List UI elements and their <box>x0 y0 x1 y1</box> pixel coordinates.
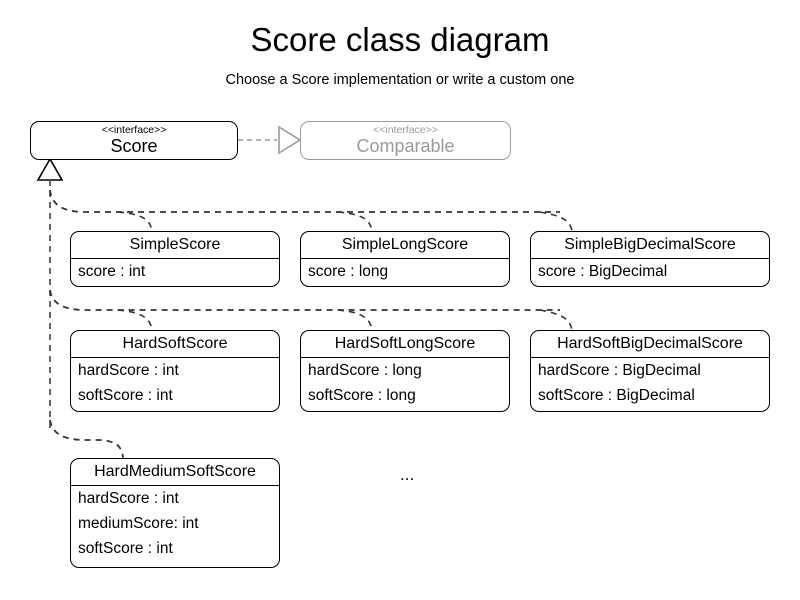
class-node-hardsoftlongscore[interactable]: HardSoftLongScore hardScore : long softS… <box>300 330 510 412</box>
class-attribute: hardScore : int <box>78 490 179 507</box>
class-attribute: softScore : int <box>78 540 173 557</box>
class-name: HardSoftLongScore <box>334 335 476 352</box>
class-name: HardSoftBigDecimalScore <box>557 335 743 352</box>
attribute-compartment: score : long <box>301 258 509 284</box>
inheritance-drop-hardsoftbigdecimalscore <box>539 309 573 331</box>
class-attribute: score : BigDecimal <box>538 263 668 280</box>
inheritance-branch-row1 <box>49 189 560 213</box>
interface-name: Comparable <box>356 136 455 156</box>
inheritance-drop-simplescore <box>117 211 153 232</box>
class-attribute: softScore : long <box>308 387 416 404</box>
class-name: HardMediumSoftScore <box>94 463 256 480</box>
class-attribute: score : long <box>308 263 389 280</box>
interface-node-score[interactable]: <<interface>> Score <box>30 121 238 160</box>
class-node-hardmediumsoftscore[interactable]: HardMediumSoftScore hardScore : int medi… <box>70 458 280 568</box>
attribute-compartment: hardScore : BigDecimal softScore : BigDe… <box>531 357 769 408</box>
page-subtitle: Choose a Score implementation or write a… <box>225 72 575 88</box>
interface-node-comparable[interactable]: <<interface>> Comparable <box>300 121 511 160</box>
attribute-compartment: hardScore : int mediumScore: int softSco… <box>71 485 279 561</box>
inheritance-branch-row3 <box>49 419 124 459</box>
class-attribute: hardScore : BigDecimal <box>538 362 701 379</box>
inheritance-drop-simplebigdecimalscore <box>539 211 573 232</box>
inheritance-branch-row2 <box>49 289 560 311</box>
class-attribute: mediumScore: int <box>78 515 199 532</box>
class-name: SimpleBigDecimalScore <box>564 236 736 253</box>
class-attribute: hardScore : int <box>78 362 179 379</box>
interface-name: Score <box>110 136 158 156</box>
page-title: Score class diagram <box>250 21 550 58</box>
class-node-simplelongscore[interactable]: SimpleLongScore score : long <box>300 231 510 287</box>
attribute-compartment: hardScore : int softScore : int <box>71 357 279 408</box>
realization-score-to-comparable <box>238 125 302 155</box>
inheritance-triangle <box>36 157 64 181</box>
inheritance-drop-hardsoftscore <box>117 309 153 331</box>
class-node-simplescore[interactable]: SimpleScore score : int <box>70 231 280 287</box>
class-name: SimpleScore <box>129 236 221 253</box>
class-attribute: score : int <box>78 263 146 280</box>
class-node-simplebigdecimalscore[interactable]: SimpleBigDecimalScore score : BigDecimal <box>530 231 770 287</box>
attribute-compartment: score : BigDecimal <box>531 258 769 284</box>
class-attribute: hardScore : long <box>308 362 422 379</box>
inheritance-drop-hardsoftlongscore <box>337 309 373 331</box>
class-name: SimpleLongScore <box>341 236 469 253</box>
stereotype-label: <<interface>> <box>373 124 438 136</box>
inheritance-drop-simplelongscore <box>337 211 373 232</box>
class-node-hardsoftbigdecimalscore[interactable]: HardSoftBigDecimalScore hardScore : BigD… <box>530 330 770 412</box>
attribute-compartment: score : int <box>71 258 279 284</box>
stereotype-label: <<interface>> <box>101 124 167 136</box>
attribute-compartment: hardScore : long softScore : long <box>301 357 509 408</box>
class-attribute: softScore : int <box>78 387 173 404</box>
class-attribute: softScore : BigDecimal <box>538 387 695 404</box>
class-node-hardsoftscore[interactable]: HardSoftScore hardScore : int softScore … <box>70 330 280 412</box>
class-name: HardSoftScore <box>122 335 228 352</box>
more-classes-ellipsis: ... <box>400 465 415 484</box>
